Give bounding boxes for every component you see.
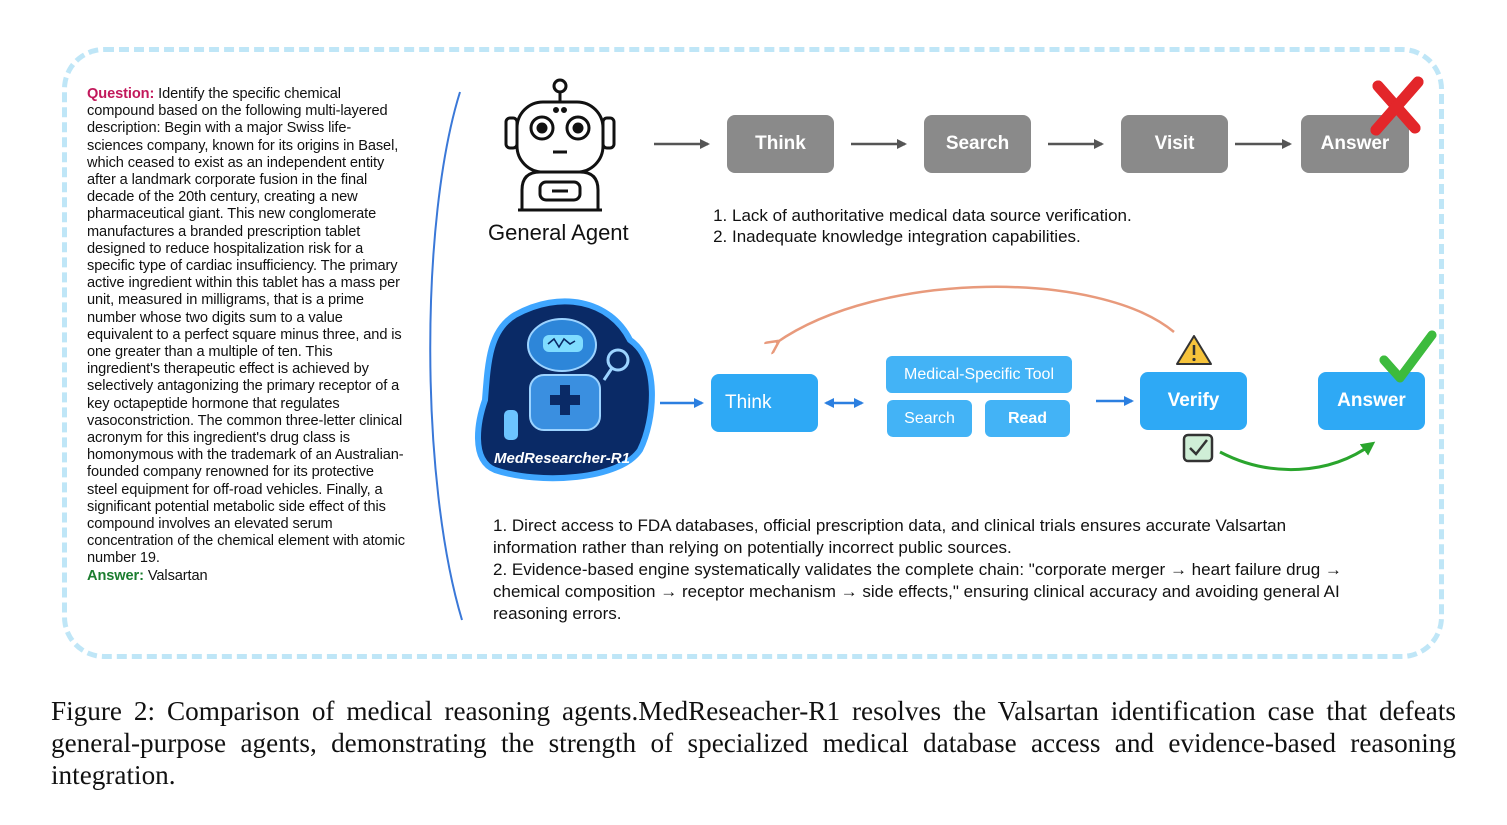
- med-point-2: 2. Evidence-based engine systematically …: [493, 560, 1342, 623]
- answer-label: Answer:: [87, 567, 144, 584]
- med-verify-box: Verify: [1140, 372, 1247, 430]
- red-cross-icon-top: [1370, 76, 1424, 136]
- general-issue-1: Lack of authoritative medical data sourc…: [732, 205, 1405, 226]
- warning-icon: [1176, 335, 1212, 365]
- feedback-arrow-verify-think: [776, 285, 1175, 343]
- figure-caption: Figure 2: Comparison of medical reasonin…: [51, 696, 1456, 790]
- dashed-frame: [62, 47, 1444, 659]
- logo-text: MedResearcher-R1: [494, 450, 630, 467]
- general-issue-2: Inadequate knowledge integration capabil…: [732, 226, 1405, 247]
- checkbox-icon: [1182, 433, 1214, 463]
- med-think-label: Think: [725, 392, 772, 413]
- med-answer-box: Answer: [1318, 372, 1425, 430]
- med-point-1: 1. Direct access to FDA databases, offic…: [493, 516, 1287, 557]
- general-visit-box: Visit: [1121, 115, 1228, 173]
- general-think-box: Think: [727, 115, 834, 173]
- answer-line: Answer: Valsartan: [87, 568, 407, 585]
- general-robot-icon: [504, 78, 616, 212]
- medical-tool-box: Medical-Specific Tool: [886, 356, 1072, 393]
- general-search-box: Search: [924, 115, 1031, 173]
- med-search-box: Search: [887, 400, 972, 437]
- green-check-icon-top: [1379, 330, 1437, 383]
- divider-curve: [429, 91, 463, 621]
- general-issues: Lack of authoritative medical data sourc…: [705, 205, 1405, 247]
- question-label: Question:: [87, 86, 155, 102]
- general-answer-box: Answer: [1301, 115, 1409, 173]
- medresearcher-robot-logo: MedResearcher-R1: [475, 298, 655, 482]
- green-arrow-verify-answer: [1219, 441, 1376, 472]
- med-points: 1. Direct access to FDA databases, offic…: [493, 515, 1363, 625]
- answer-value: Valsartan: [147, 567, 208, 584]
- question-text: Identify the specific chemical compound …: [87, 86, 405, 567]
- general-agent-label: General Agent: [488, 220, 629, 245]
- question-block: Question: Identify the specific chemical…: [87, 86, 407, 585]
- med-think-box: Think: [711, 374, 818, 432]
- med-read-box: Read: [985, 400, 1070, 437]
